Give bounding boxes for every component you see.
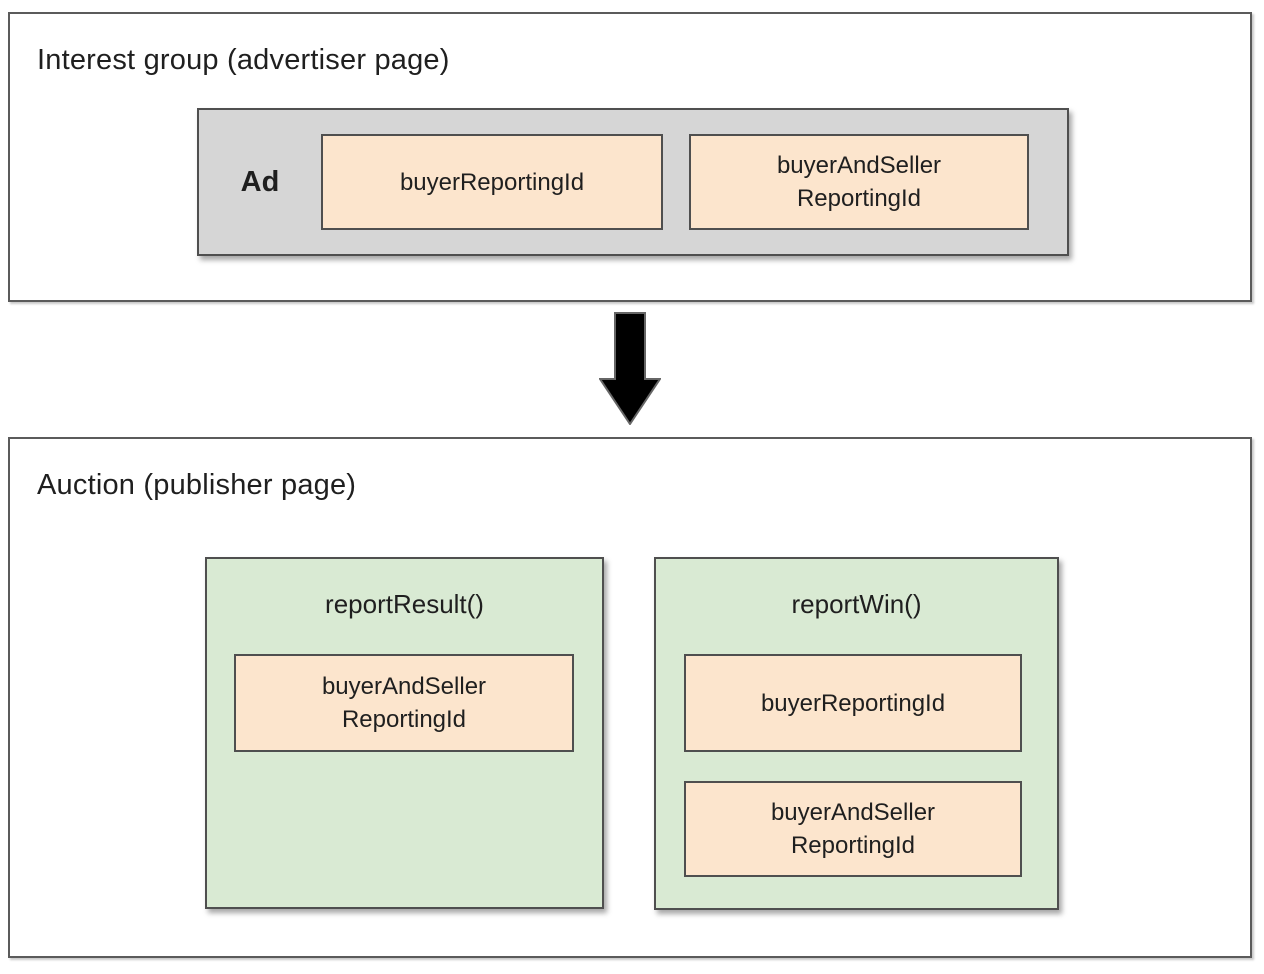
report-win-box: reportWin() buyerReportingId buyerAndSel…: [654, 557, 1059, 910]
chip-buyer-reporting-id: buyerReportingId: [321, 134, 663, 230]
ad-container: Ad buyerReportingId buyerAndSeller Repor…: [197, 108, 1069, 256]
auction-title: Auction (publisher page): [37, 469, 357, 501]
chip-buyer-reporting-id: buyerReportingId: [684, 654, 1022, 752]
interest-group-panel: Interest group (advertiser page) Ad buye…: [8, 12, 1252, 302]
report-result-box: reportResult() buyerAndSeller ReportingI…: [205, 557, 604, 909]
chip-buyer-and-seller-reporting-id: buyerAndSeller ReportingId: [684, 781, 1022, 877]
auction-panel: Auction (publisher page) reportResult() …: [8, 437, 1252, 958]
interest-group-title: Interest group (advertiser page): [37, 44, 450, 76]
down-arrow-icon: [599, 312, 661, 425]
report-result-title: reportResult(): [325, 589, 484, 619]
chip-buyer-and-seller-reporting-id: buyerAndSeller ReportingId: [234, 654, 574, 752]
chip-buyer-and-seller-reporting-id: buyerAndSeller ReportingId: [689, 134, 1029, 230]
report-win-title: reportWin(): [791, 589, 922, 619]
ad-label: Ad: [240, 165, 280, 198]
